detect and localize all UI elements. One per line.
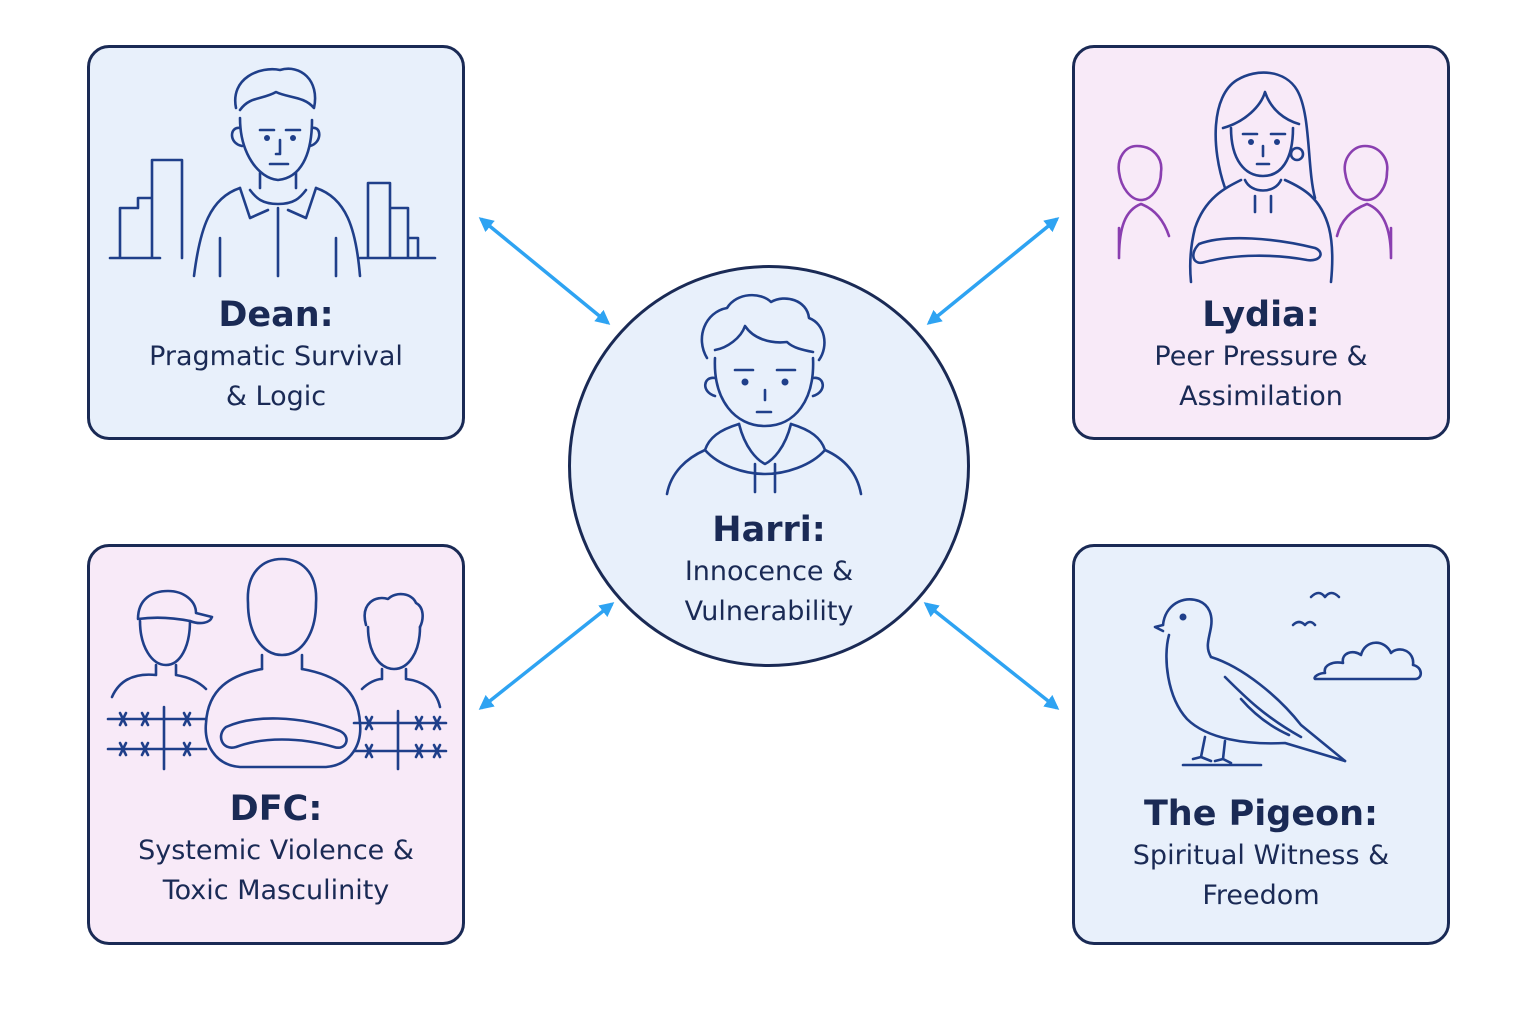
lydia-card: Lydia: Peer Pressure & Assimilation — [1072, 45, 1450, 440]
harri-name: Harri: — [712, 510, 826, 550]
harri-description: Innocence & Vulnerability — [684, 556, 854, 627]
arrow-dean-harri — [478, 217, 611, 325]
pigeon-label: The Pigeon: Spiritual Witness & Freedom — [1075, 792, 1447, 916]
dean-description: Pragmatic Survival & Logic — [149, 341, 403, 412]
gang-barbed-wire-icon — [106, 557, 448, 771]
dfc-description: Systemic Violence & Toxic Masculinity — [138, 835, 414, 906]
pigeon-sky-icon — [1153, 591, 1423, 767]
dean-card: Dean: Pragmatic Survival & Logic — [87, 45, 465, 440]
arrow-lydia-harri — [926, 217, 1060, 325]
pigeon-description: Spiritual Witness & Freedom — [1132, 840, 1390, 911]
boy-hoodie-icon — [665, 293, 863, 496]
harri-node: Harri: Innocence & Vulnerability — [568, 265, 970, 667]
lydia-description: Peer Pressure & Assimilation — [1154, 341, 1368, 412]
dean-label: Dean: Pragmatic Survival & Logic — [90, 293, 462, 417]
lydia-name: Lydia: — [1202, 295, 1320, 335]
dean-name: Dean: — [218, 295, 334, 335]
pigeon-name: The Pigeon: — [1143, 794, 1379, 834]
young-man-city-icon — [108, 67, 437, 278]
harri-label: Harri: Innocence & Vulnerability — [571, 508, 967, 632]
pigeon-card: The Pigeon: Spiritual Witness & Freedom — [1072, 544, 1450, 945]
dfc-name: DFC: — [229, 789, 323, 829]
dfc-label: DFC: Systemic Violence & Toxic Masculini… — [90, 787, 462, 911]
lydia-label: Lydia: Peer Pressure & Assimilation — [1075, 293, 1447, 417]
dfc-card: DFC: Systemic Violence & Toxic Masculini… — [87, 544, 465, 945]
girl-crowd-icon — [1117, 71, 1393, 284]
